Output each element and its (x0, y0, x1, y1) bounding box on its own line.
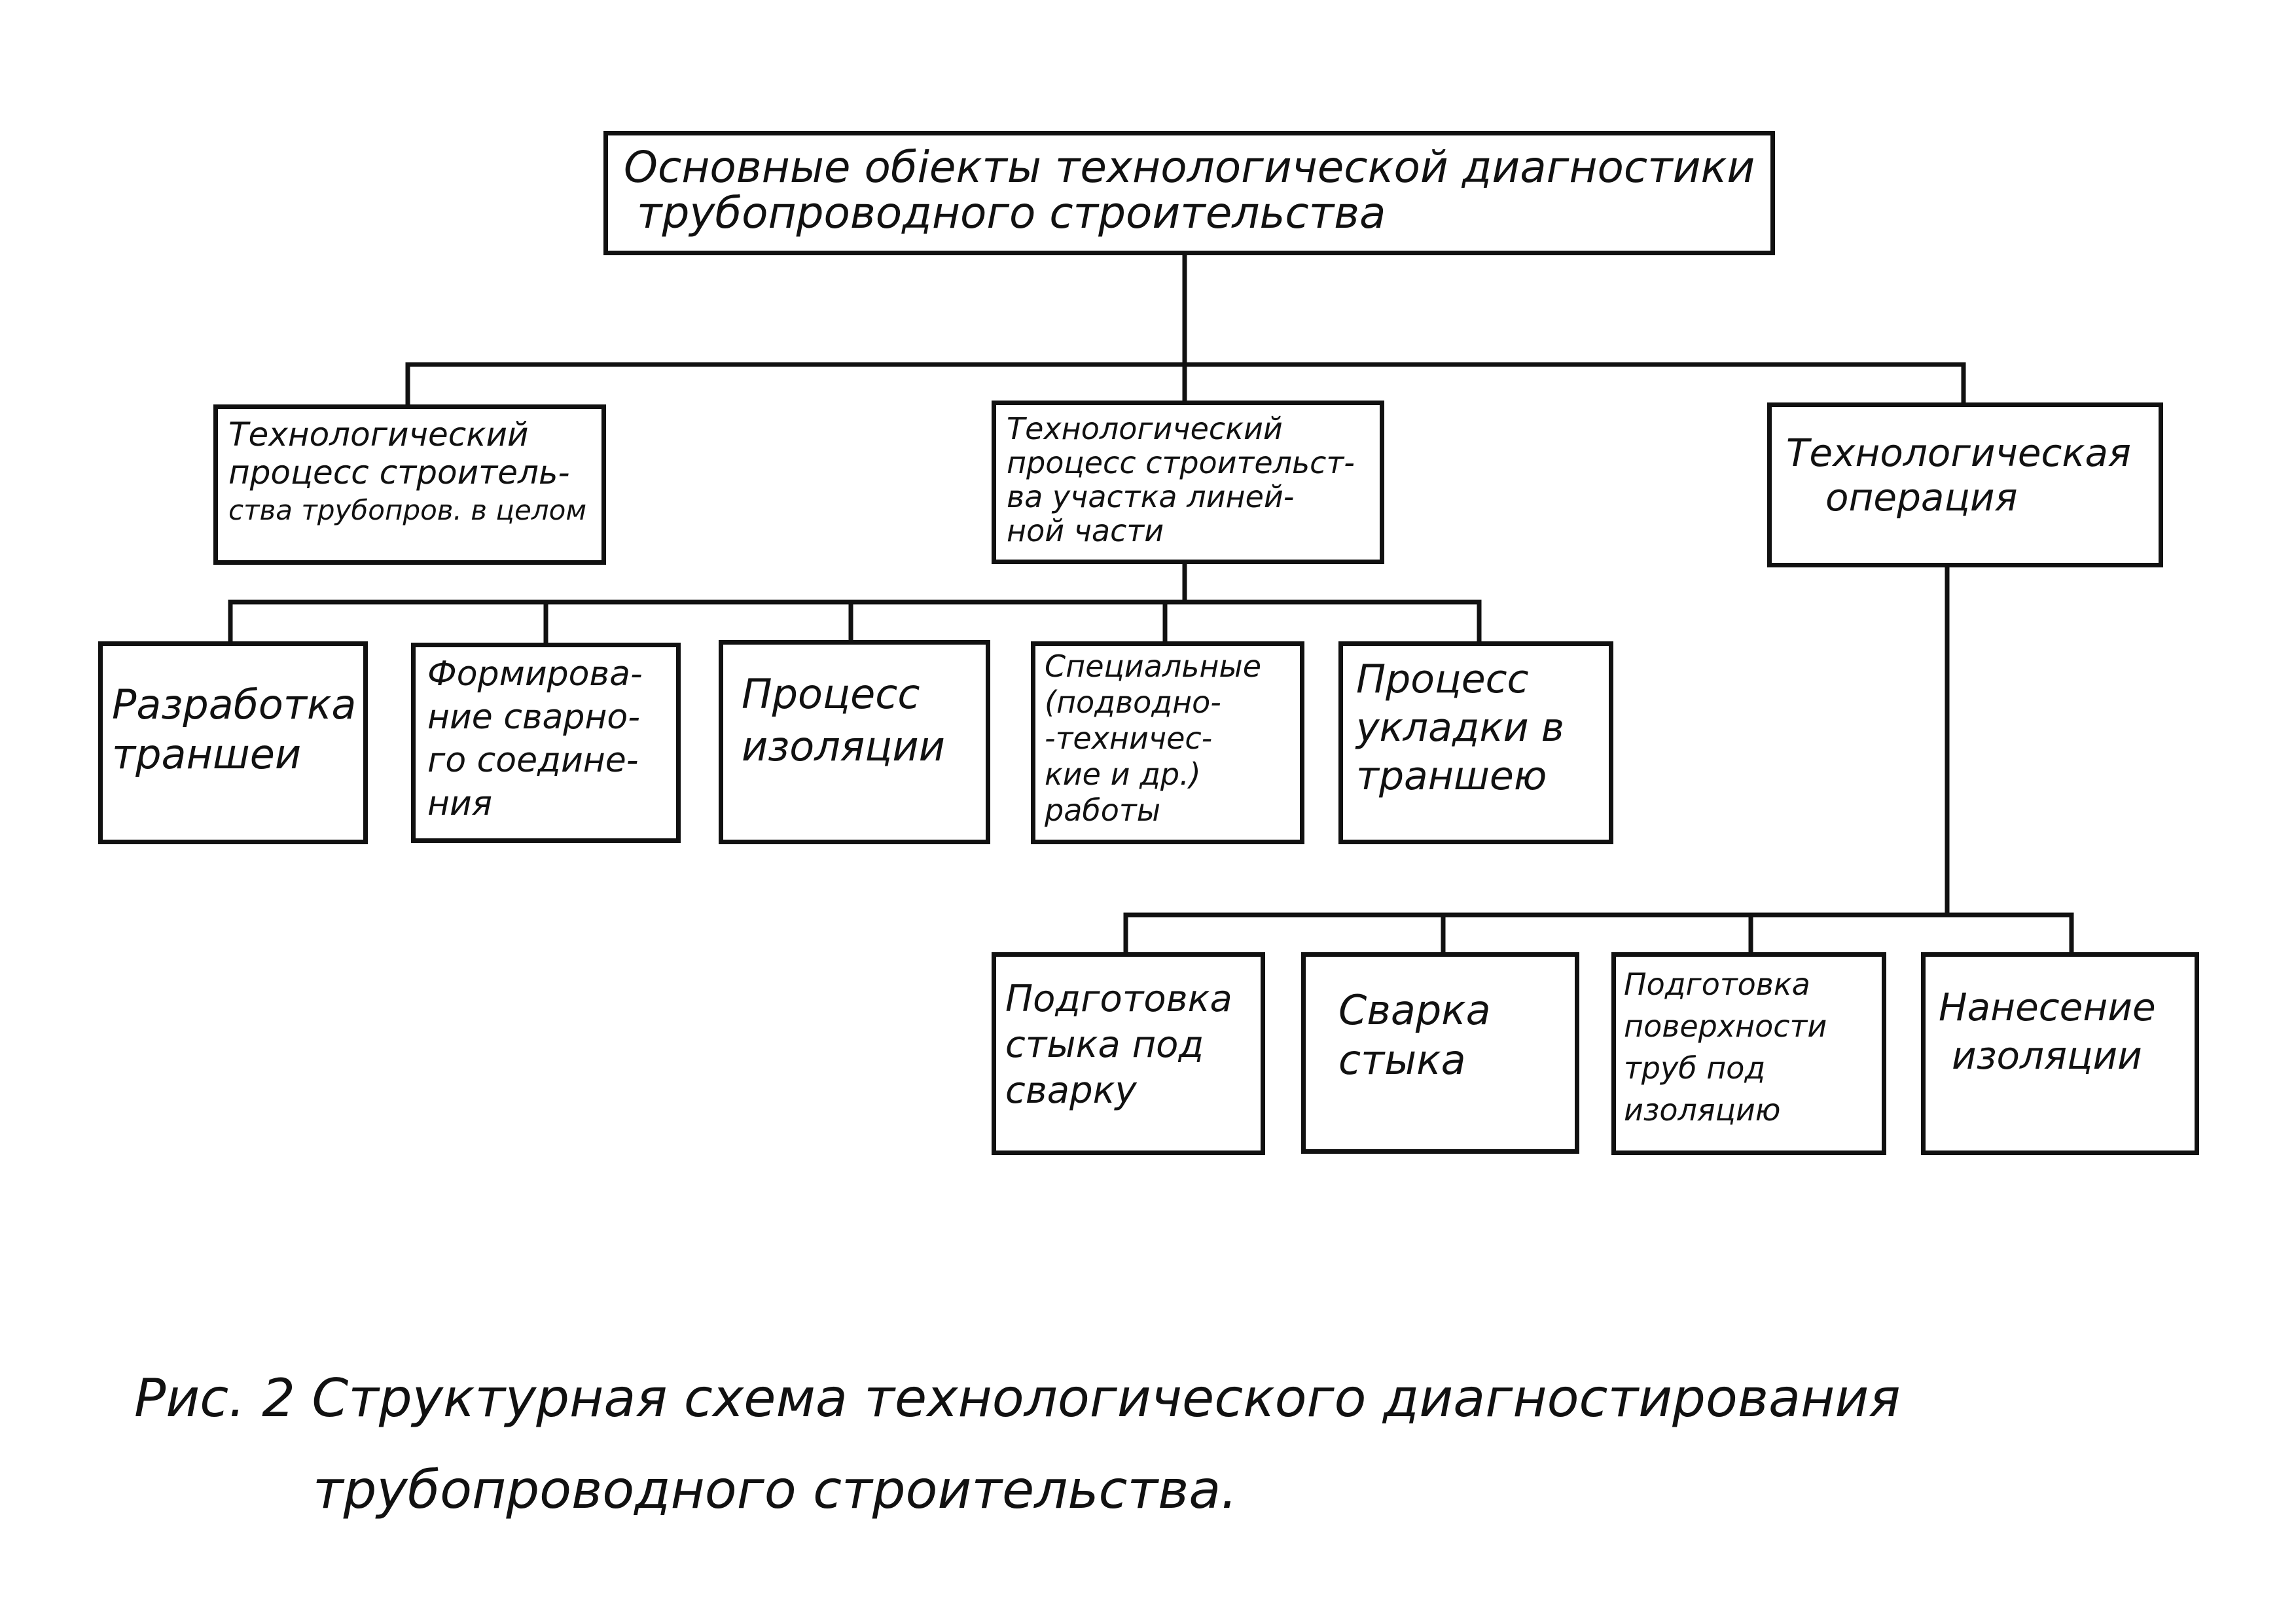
joint-preparation-line-2: стыка под (1005, 1024, 1204, 1066)
insulation-process-box: Процесс изоляции (719, 640, 990, 844)
weld-formation-box: Формирова- ние сварно- го соедине- ния (411, 643, 681, 843)
linear-section-process-box: Технологический процесс строительст- ва … (992, 401, 1384, 564)
root-box: Основные обiекты технологической диагнос… (603, 131, 1775, 255)
joint-welding-line-1: Сварка (1338, 986, 1491, 1034)
trench-laying-line-2: укладки в (1356, 705, 1565, 751)
special-works-line-4: кие и др.) (1045, 757, 1201, 792)
trench-excavation-line-2: траншеи (112, 730, 302, 778)
insulation-process-line-1: Процесс (742, 670, 920, 718)
root-line-2: трубопроводного строительства (637, 188, 1386, 238)
root-line-1: Основные обiекты технологической диагнос… (624, 142, 1755, 192)
special-works-box: Специальные (подводно- -техничес- кие и … (1031, 641, 1304, 844)
special-works-line-2: (подводно- (1045, 685, 1221, 720)
surface-preparation-line-1: Подготовка (1624, 967, 1810, 1002)
trench-laying-line-1: Процесс (1356, 656, 1529, 702)
weld-formation-line-3: го соедине- (427, 741, 639, 780)
joint-preparation-line-3: сварку (1005, 1069, 1137, 1112)
surface-preparation-line-4: изоляцию (1624, 1092, 1781, 1128)
operation-line-2: операция (1825, 475, 2018, 520)
insulation-application-line-1: Нанесение (1939, 985, 2156, 1029)
trench-excavation-line-1: Разработка (112, 681, 357, 728)
insulation-application-line-2: изоляции (1952, 1033, 2142, 1078)
special-works-line-5: работы (1045, 793, 1161, 828)
whole-pipeline-line-1: Технологический (228, 416, 529, 454)
whole-pipeline-process-box: Технологический процесс строитель- ства … (213, 404, 606, 565)
linear-section-line-1: Технологический (1007, 411, 1283, 446)
whole-pipeline-line-2: процесс строитель- (228, 454, 570, 491)
linear-section-line-3: ва участка линей- (1007, 479, 1295, 514)
joint-preparation-box: Подготовка стыка под сварку (992, 952, 1265, 1155)
operation-line-1: Технологическая (1786, 431, 2131, 475)
special-works-line-3: -техничес- (1045, 721, 1213, 756)
trench-excavation-box: Разработка траншеи (98, 641, 368, 844)
surface-preparation-box: Подготовка поверхности труб под изоляцию (1611, 952, 1886, 1155)
trench-laying-line-3: траншею (1356, 753, 1547, 799)
whole-pipeline-line-3: ства трубопров. в целом (228, 494, 587, 526)
surface-preparation-line-3: труб под (1624, 1050, 1766, 1086)
figure-caption-line-1: Рис. 2 Структурная схема технологическог… (134, 1368, 1901, 1429)
insulation-process-line-2: изоляции (742, 722, 945, 770)
insulation-application-box: Нанесение изоляции (1921, 952, 2199, 1155)
surface-preparation-line-2: поверхности (1624, 1008, 1827, 1044)
special-works-line-1: Специальные (1045, 649, 1262, 684)
weld-formation-line-4: ния (427, 784, 493, 823)
trench-laying-box: Процесс укладки в траншею (1338, 641, 1613, 844)
figure-caption-line-2: трубопроводного строительства. (313, 1459, 1238, 1520)
joint-preparation-line-1: Подготовка (1005, 978, 1232, 1020)
technological-operation-box: Технологическая операция (1767, 402, 2163, 567)
joint-welding-box: Сварка стыка (1301, 952, 1579, 1154)
linear-section-line-2: процесс строительст- (1007, 445, 1355, 480)
joint-welding-line-2: стыка (1338, 1036, 1466, 1084)
weld-formation-line-2: ние сварно- (427, 698, 640, 737)
weld-formation-line-1: Формирова- (427, 654, 643, 694)
linear-section-line-4: ной части (1007, 513, 1164, 548)
